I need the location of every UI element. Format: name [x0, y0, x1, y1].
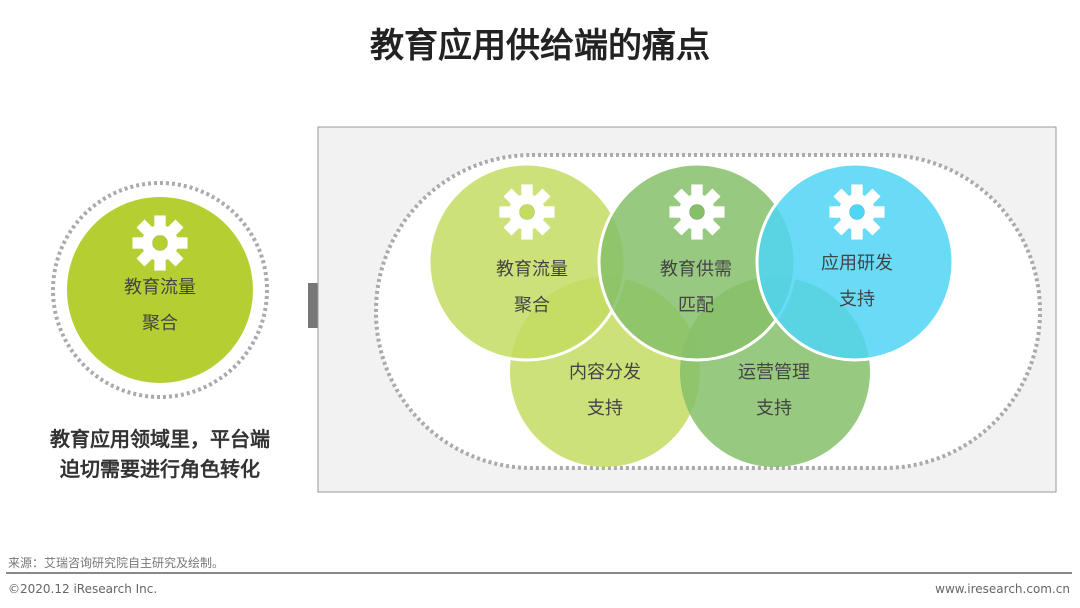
left-node-label-2: 聚合 — [142, 313, 178, 334]
venn-circle — [755, 162, 955, 362]
gear-icon — [132, 215, 188, 271]
circle-label: 运营管理 — [738, 362, 810, 383]
source-note: 来源：艾瑞咨询研究院自主研究及绘制。 — [8, 556, 225, 570]
circle-label: 支持 — [756, 398, 792, 419]
left-node-circle — [67, 197, 253, 383]
circle-label: 教育供需 — [660, 259, 732, 280]
gear-icon — [499, 184, 555, 240]
website-link[interactable]: www.iresearch.com.cn — [935, 582, 1070, 596]
circle-label: 内容分发 — [569, 362, 641, 383]
caption-line-1: 教育应用领域里，平台端 — [50, 427, 270, 451]
gear-icon — [669, 184, 725, 240]
page-title: 教育应用供给端的痛点 — [370, 26, 710, 66]
gear-icon — [829, 184, 885, 240]
left-node-dotted-ring — [51, 181, 269, 399]
left-node-label-1: 教育流量 — [124, 277, 196, 298]
circle-label: 聚合 — [514, 295, 550, 316]
circle-label: 匹配 — [678, 295, 714, 316]
footer-divider — [6, 572, 1072, 574]
circle-label: 教育流量 — [496, 259, 568, 280]
caption-line-2: 迫切需要进行角色转化 — [60, 457, 260, 481]
circle-label: 应用研发 — [821, 253, 893, 274]
circle-label: 支持 — [839, 289, 875, 310]
copyright: ©2020.12 iResearch Inc. — [8, 582, 158, 596]
circle-label: 支持 — [587, 398, 623, 419]
